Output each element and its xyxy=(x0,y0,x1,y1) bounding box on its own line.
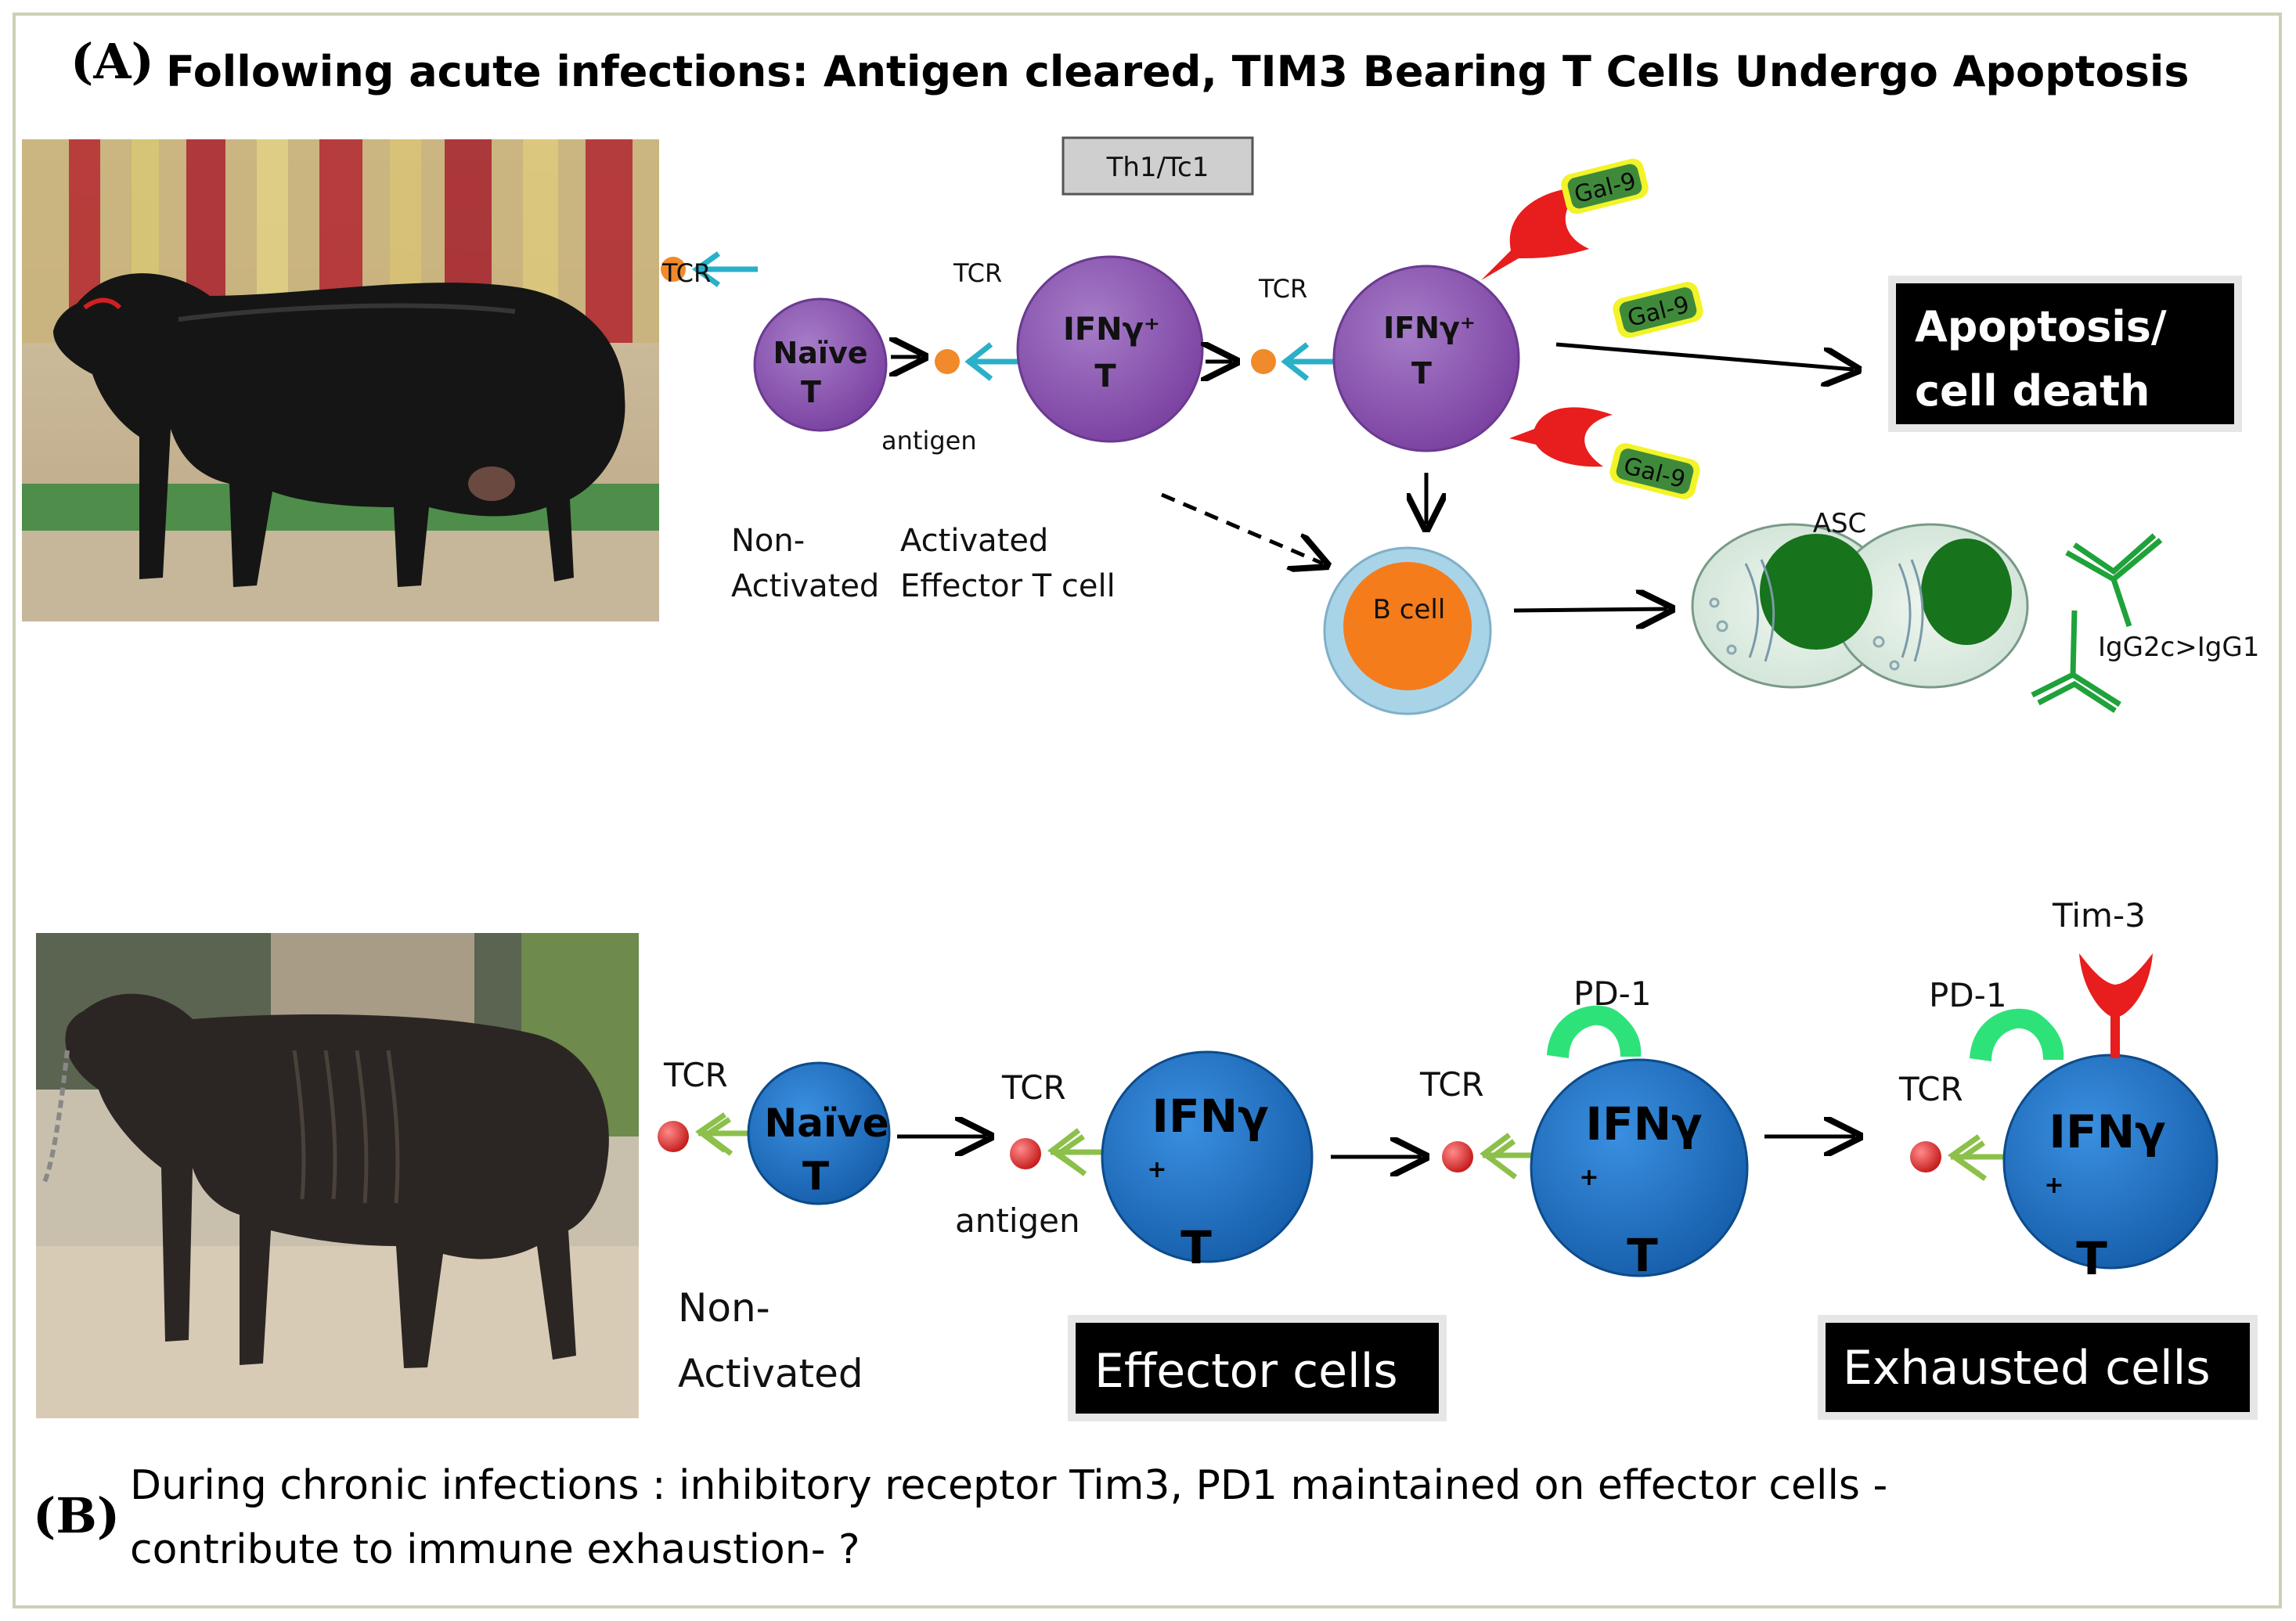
ifn-cell-line1: IFNγ⁺ xyxy=(1383,311,1476,345)
effector-cell-b: IFNγ + T xyxy=(1010,1050,1314,1274)
arrow-to-asc xyxy=(1513,609,1667,611)
antigen-label-a: antigen xyxy=(881,426,977,456)
tim3-label: Tim-3 xyxy=(2052,896,2146,935)
exhausted-cells-box: Exhausted cells xyxy=(1818,1315,2258,1420)
panel-a-letter: (A) xyxy=(70,33,154,90)
ifn-cell-line2: T xyxy=(1627,1229,1658,1282)
emaciated-buffalo-photo xyxy=(36,933,639,1418)
tcr-receptor-icon xyxy=(695,1112,756,1156)
gal9-tag-2: Gal-9 xyxy=(1613,282,1703,338)
ifn-cell-line1: IFNγ⁺ xyxy=(1063,312,1160,348)
tim3-receptor-icon xyxy=(1481,186,1589,280)
pd1-receptor-icon xyxy=(1970,1008,2064,1061)
tcr-label-b2: TCR xyxy=(1001,1068,1066,1107)
naive-t-cell-a: Naïve T xyxy=(661,251,888,432)
tcr-receptor-icon xyxy=(1281,342,1340,381)
tcr-label-3: TCR xyxy=(1258,274,1307,304)
activated-line2-a: Effector T cell xyxy=(900,568,1116,604)
ifn-cell-plus: + xyxy=(1147,1156,1166,1183)
effector-cells-label: Effector cells xyxy=(1094,1344,1398,1399)
ifn-cell-line1: IFNγ xyxy=(2049,1105,2165,1158)
ifn-cell-body xyxy=(1530,1058,1749,1277)
naive-cell-line2: T xyxy=(802,1154,829,1199)
tim3-receptor-icon xyxy=(2079,953,2153,1018)
non-activated-line2-a: Activated xyxy=(731,568,879,604)
panel-a-diagram: Th1/Tc1 Naïve T TCR IFNγ⁺ T TCR antigen … xyxy=(661,136,2259,715)
th1-tc1-label-box: Th1/Tc1 xyxy=(1061,136,1254,196)
exhausted-cell-b: IFNγ + T xyxy=(1910,953,2219,1285)
apoptosis-line1: Apoptosis/ xyxy=(1915,302,2167,351)
naive-cell-line1: Naïve xyxy=(773,336,867,370)
antigen-dot xyxy=(1442,1141,1473,1173)
tim3-receptor-icon xyxy=(1509,407,1613,467)
th1-tc1-label: Th1/Tc1 xyxy=(1106,152,1209,183)
tcr-receptor-icon xyxy=(691,251,758,287)
panel-a-heading: Following acute infections: Antigen clea… xyxy=(166,47,2190,96)
antigen-dot xyxy=(935,349,960,374)
tim3-stalk xyxy=(2110,1007,2120,1058)
tcr-receptor-icon xyxy=(1047,1128,1108,1176)
ifn-cell-line2: T xyxy=(1094,358,1116,394)
antigen-dot xyxy=(1910,1141,1941,1173)
panel-b-heading-line1: During chronic infections : inhibitory r… xyxy=(130,1462,1888,1509)
naive-t-cell-b: Naïve T xyxy=(658,1061,891,1205)
non-activated-line2-b: Activated xyxy=(678,1351,863,1396)
ifn-cell-line1: IFNγ xyxy=(1152,1090,1268,1143)
tcr-label-b3: TCR xyxy=(1419,1065,1484,1104)
antigen-dot xyxy=(658,1121,689,1152)
apoptosis-line2: cell death xyxy=(1915,366,2150,416)
tcr-label-2: TCR xyxy=(953,258,1002,288)
ifn-cell-body xyxy=(2002,1054,2219,1270)
naive-cell-line1: Naïve xyxy=(764,1100,888,1146)
exhausted-cells-label: Exhausted cells xyxy=(1843,1341,2211,1396)
ifn-cell-line2: T xyxy=(1411,356,1432,391)
pd1-label-2: PD-1 xyxy=(1929,976,2007,1014)
ifn-cell-plus: + xyxy=(2044,1172,2064,1199)
tcr-label-b4: TCR xyxy=(1898,1070,1963,1108)
ifn-cell-line2: T xyxy=(1180,1221,1212,1274)
ifn-cell-body xyxy=(1332,265,1520,452)
naive-cell-body xyxy=(747,1061,891,1205)
naive-cell-body xyxy=(753,297,888,432)
arrow-to-apoptosis xyxy=(1555,342,1854,369)
pd1-receptor-icon xyxy=(1547,1005,1642,1058)
igg-label: IgG2c>IgG1 xyxy=(2098,632,2259,663)
effector-cells-box: Effector cells xyxy=(1068,1315,1447,1421)
ifn-cell-line2: T xyxy=(2076,1232,2107,1285)
antigen-label-b: antigen xyxy=(955,1201,1080,1240)
b-cell-label: B cell xyxy=(1373,594,1446,625)
panel-b-heading-line2: contribute to immune exhaustion- ? xyxy=(130,1526,860,1573)
antibody-icon xyxy=(2031,610,2121,713)
naive-cell-line2: T xyxy=(801,375,821,409)
tcr-receptor-icon xyxy=(964,342,1022,381)
dashed-arrow-to-b-cell xyxy=(1161,492,1323,564)
antigen-dot xyxy=(1010,1138,1041,1169)
antigen-dot xyxy=(661,257,686,282)
tcr-label-b1: TCR xyxy=(663,1056,728,1094)
panel-b-letter: (B) xyxy=(33,1487,121,1544)
healthy-buffalo-photo xyxy=(22,139,659,621)
apoptosis-box: Apoptosis/ cell death xyxy=(1888,276,2242,432)
tcr-receptor-icon xyxy=(1480,1133,1539,1180)
asc-label: ASC xyxy=(1813,508,1867,539)
non-activated-line1-a: Non- xyxy=(731,523,805,559)
pd1-label-1: PD-1 xyxy=(1573,974,1652,1013)
antibody-icon xyxy=(2065,533,2163,628)
pd1-bearing-cell-b: IFNγ + T xyxy=(1442,1005,1749,1282)
tcr-label-1: TCR xyxy=(661,258,711,288)
tim3-bearing-cell-a: IFNγ⁺ T xyxy=(1251,186,1613,467)
asc-cells: ASC xyxy=(1691,508,2029,689)
activated-effector-cell-a: IFNγ⁺ T xyxy=(935,255,1204,443)
ifn-cell-plus: + xyxy=(1579,1164,1599,1191)
activated-line1-a: Activated xyxy=(900,523,1048,559)
ifn-cell-body xyxy=(1101,1050,1314,1263)
tcr-receptor-icon xyxy=(1947,1134,2007,1181)
ifn-cell-line1: IFNγ xyxy=(1585,1097,1702,1151)
antigen-dot xyxy=(1251,349,1276,374)
non-activated-line1-b: Non- xyxy=(678,1285,770,1331)
b-cell: B cell xyxy=(1323,546,1492,715)
